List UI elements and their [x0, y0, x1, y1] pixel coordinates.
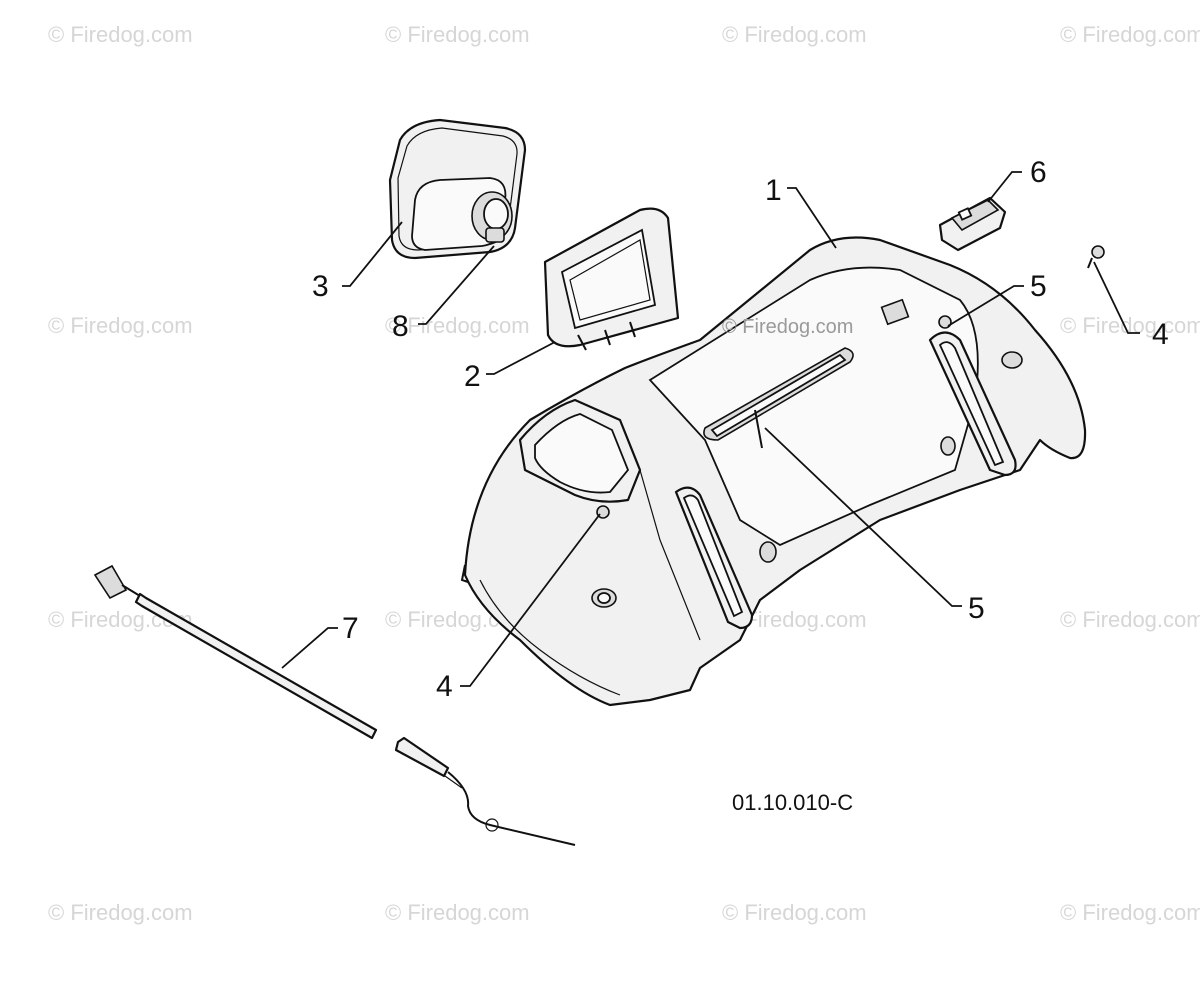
watermark: © Firedog.com [1060, 900, 1200, 925]
leader-4-left [460, 513, 601, 687]
callout-4-right: 4 [1152, 318, 1169, 351]
lens-frame [543, 207, 680, 351]
leader-8 [418, 245, 495, 325]
callout-7: 7 [342, 612, 359, 645]
callouts: 1 2 3 4 4 5 5 6 7 8 [312, 156, 1169, 703]
watermark: © Firedog.com [1060, 313, 1200, 338]
leader-2 [486, 341, 556, 375]
watermark: © Firedog.com [722, 316, 853, 338]
watermark: © Firedog.com [1060, 22, 1200, 47]
callout-1: 1 [765, 174, 782, 207]
headlight-housing [388, 118, 527, 260]
watermark: © Firedog.com [385, 900, 530, 925]
watermark: © Firedog.com [722, 22, 867, 47]
leader-6 [987, 171, 1022, 203]
watermark: © Firedog.com [48, 22, 193, 47]
callout-6: 6 [1030, 156, 1047, 189]
watermark: © Firedog.com [385, 22, 530, 47]
watermark: © Firedog.com [1060, 607, 1200, 632]
screw-right [1087, 245, 1105, 269]
callout-8: 8 [392, 310, 409, 343]
leader-1 [787, 187, 837, 249]
watermark: © Firedog.com [385, 313, 530, 338]
switch [938, 196, 1007, 252]
callout-2: 2 [464, 360, 481, 393]
watermark: © Firedog.com [48, 313, 193, 338]
callout-5-top: 5 [1030, 270, 1047, 303]
leader-4-right [1093, 261, 1140, 334]
watermark: © Firedog.com [48, 900, 193, 925]
callout-4-left: 4 [436, 670, 453, 703]
leader-7 [281, 627, 338, 669]
leader-3 [342, 221, 403, 287]
callout-3: 3 [312, 270, 329, 303]
watermark-grid: © Firedog.com © Firedog.com © Firedog.co… [48, 22, 1200, 925]
hood-cover: © Firedog.com [460, 236, 1087, 707]
watermark: © Firedog.com [722, 900, 867, 925]
leader-5-top [947, 285, 1024, 327]
leader-5-bottom [764, 427, 962, 607]
callout-5-bottom: 5 [968, 592, 985, 625]
diagram-code: 01.10.010-C [732, 790, 853, 815]
wiring-harness [93, 564, 576, 846]
leader-lines [281, 171, 1140, 687]
